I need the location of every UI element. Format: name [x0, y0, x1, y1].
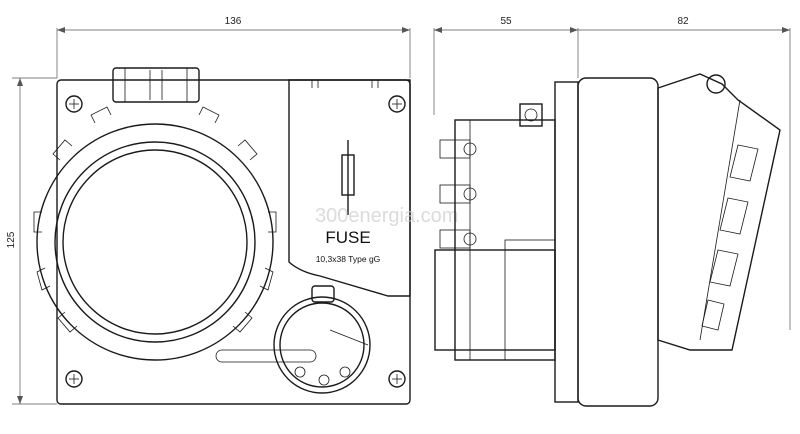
screw-top-left — [65, 95, 83, 113]
dimension-label-125: 125 — [6, 231, 17, 248]
dimension-label-55: 55 — [500, 16, 512, 27]
side-panel-front — [577, 77, 659, 407]
screw-bottom-right — [388, 370, 406, 388]
side-socket-flap — [657, 73, 781, 351]
dimension-front-height: 125 — [6, 77, 57, 405]
front-view: FUSE 10,3x38 Type gG 300energia.com — [33, 67, 458, 405]
fuse-spec-label: 10,3x38 Type gG — [316, 254, 381, 264]
dimension-flap-depth: 82 — [578, 16, 791, 330]
screw-bottom-left — [65, 370, 83, 388]
screw-top-right — [388, 95, 406, 113]
socket-ring — [33, 106, 277, 361]
socket-hinge — [112, 67, 200, 103]
watermark: 300energia.com — [315, 205, 458, 227]
dimension-label-82: 82 — [677, 16, 689, 27]
side-terminals — [439, 139, 477, 249]
rotary-switch[interactable] — [215, 285, 371, 394]
side-view — [434, 73, 781, 407]
dimension-label-136: 136 — [225, 16, 242, 27]
side-terminal-block — [434, 249, 556, 351]
fuse-symbol-icon — [341, 140, 355, 215]
fuse-cover[interactable] — [288, 79, 411, 297]
side-top-screw — [519, 103, 543, 127]
dimension-side-depth: 55 — [433, 16, 579, 115]
side-panel-back — [554, 81, 579, 403]
dimension-front-width: 136 — [56, 16, 411, 78]
fuse-label: FUSE — [325, 228, 370, 247]
